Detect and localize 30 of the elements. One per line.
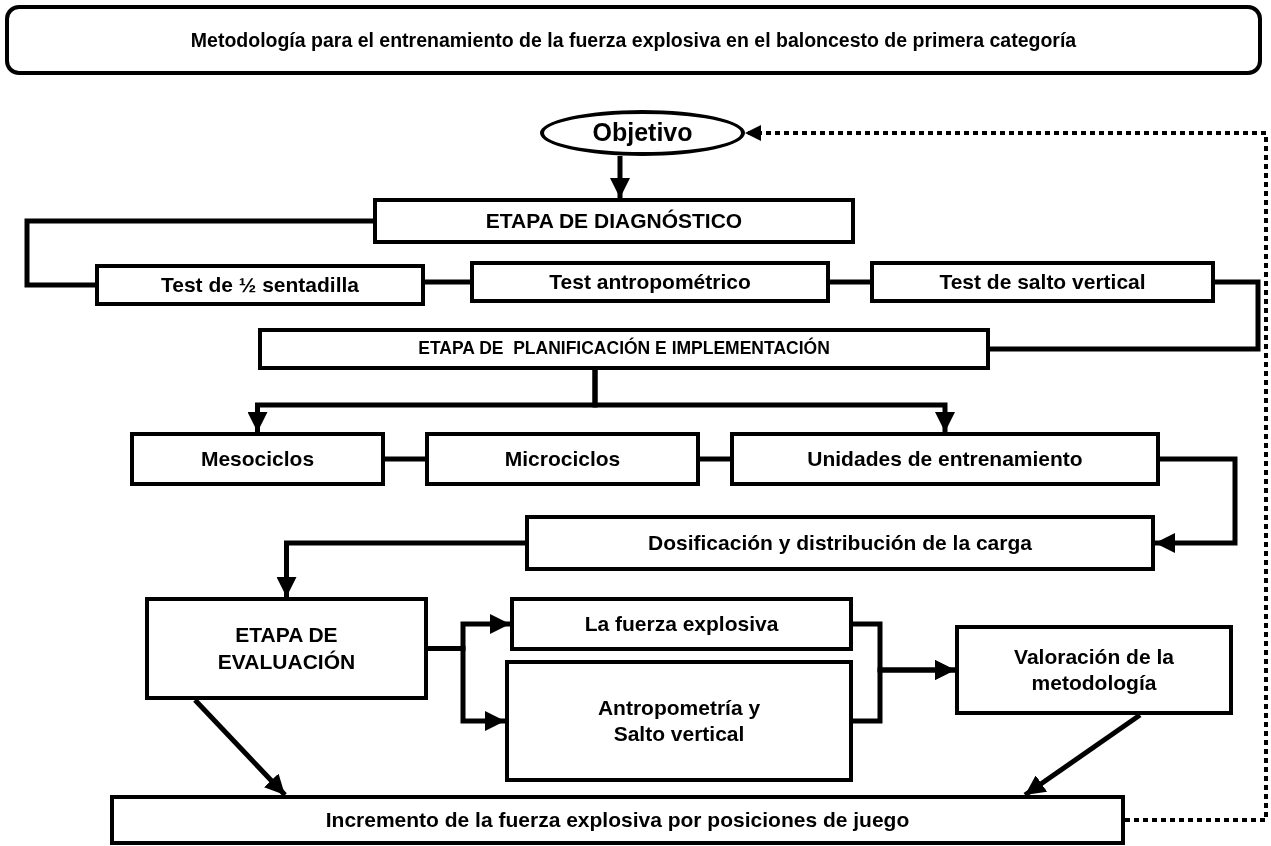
connector-line: [425, 279, 470, 285]
connector-line: [385, 456, 425, 462]
arrow: [276, 540, 525, 597]
title-box: Metodología para el entrenamiento de la fuerza explosiva en el baloncesto de primera categoría: [5, 5, 1262, 75]
process-box: ETAPA DE PLANIFICACIÓN E IMPLEMENTACIÓN: [258, 328, 990, 370]
process-box: Unidades de entrenamiento: [730, 432, 1160, 486]
process-box: Test antropométrico: [470, 261, 830, 303]
arrow: [1155, 456, 1238, 553]
process-box: La fuerza explosiva: [510, 597, 853, 651]
process-box: Test de salto vertical: [870, 261, 1215, 303]
connector-line: [24, 218, 373, 288]
oval-node: Objetivo: [540, 110, 745, 156]
process-box: Mesociclos: [130, 432, 385, 486]
connector-line: [830, 279, 870, 285]
dashed-arrow: [745, 125, 1268, 822]
connector-line: [700, 456, 730, 462]
process-box: ETAPA DE EVALUACIÓN: [145, 597, 428, 700]
connector-line: [990, 279, 1261, 352]
process-box: Antropometría y Salto vertical: [505, 660, 853, 782]
arrow: [592, 370, 955, 432]
process-box: Test de ½ sentadilla: [95, 264, 425, 306]
arrow: [853, 660, 955, 724]
process-box: Microciclos: [425, 432, 700, 486]
process-box: ETAPA DE DIAGNÓSTICO: [373, 198, 855, 244]
process-box: Incremento de la fuerza explosiva por posiciones de juego: [110, 795, 1125, 845]
arrow: [193, 698, 287, 797]
arrow: [428, 646, 505, 731]
process-box: Valoración de la metodología: [955, 625, 1233, 715]
process-box: Dosificación y distribución de la carga: [525, 515, 1155, 571]
arrow: [610, 156, 630, 198]
